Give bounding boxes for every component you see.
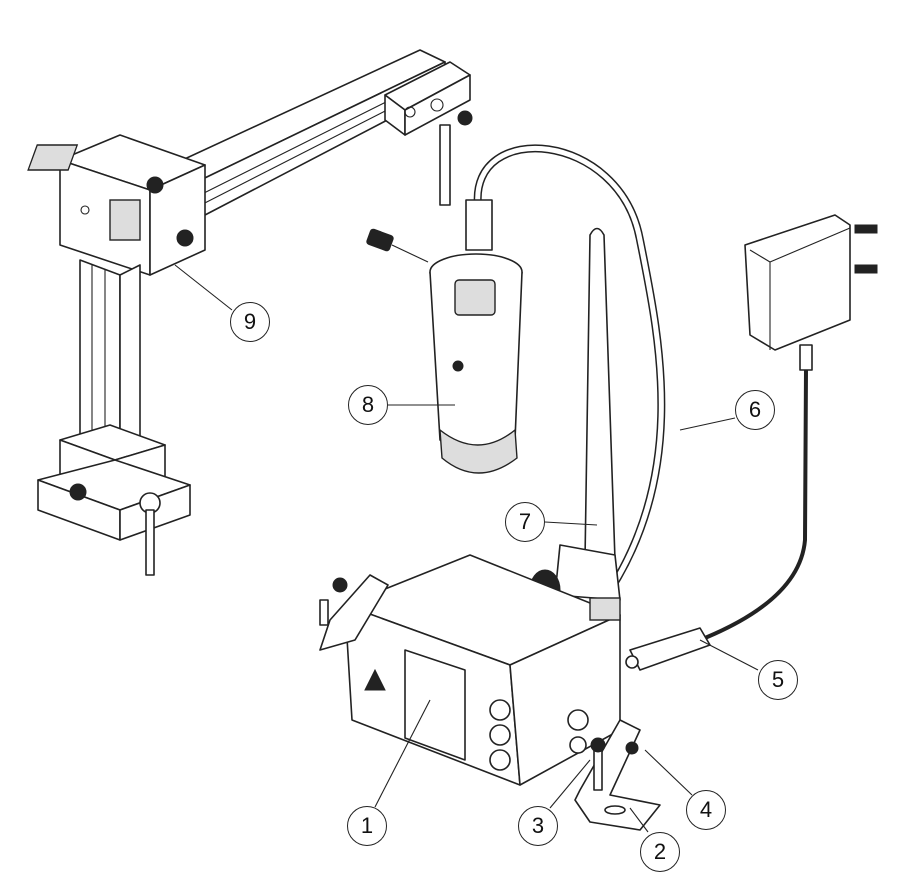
callout-4: 4 bbox=[686, 790, 726, 830]
aluminium-stand bbox=[27, 49, 473, 576]
callout-3: 3 bbox=[518, 806, 558, 846]
power-adapter bbox=[625, 214, 878, 671]
callout-1: 1 bbox=[347, 806, 387, 846]
mounting-brackets bbox=[319, 574, 661, 831]
callout-2: 2 bbox=[640, 832, 680, 872]
leader-lines bbox=[174, 264, 759, 833]
sensor-cable bbox=[465, 144, 666, 608]
controller-box bbox=[344, 554, 621, 786]
callout-8: 8 bbox=[348, 385, 388, 425]
sensor bbox=[366, 228, 523, 474]
callout-9: 9 bbox=[230, 302, 270, 342]
antenna bbox=[529, 227, 621, 611]
callout-7: 7 bbox=[505, 502, 545, 542]
callout-5: 5 bbox=[758, 660, 798, 700]
callout-6: 6 bbox=[735, 390, 775, 430]
